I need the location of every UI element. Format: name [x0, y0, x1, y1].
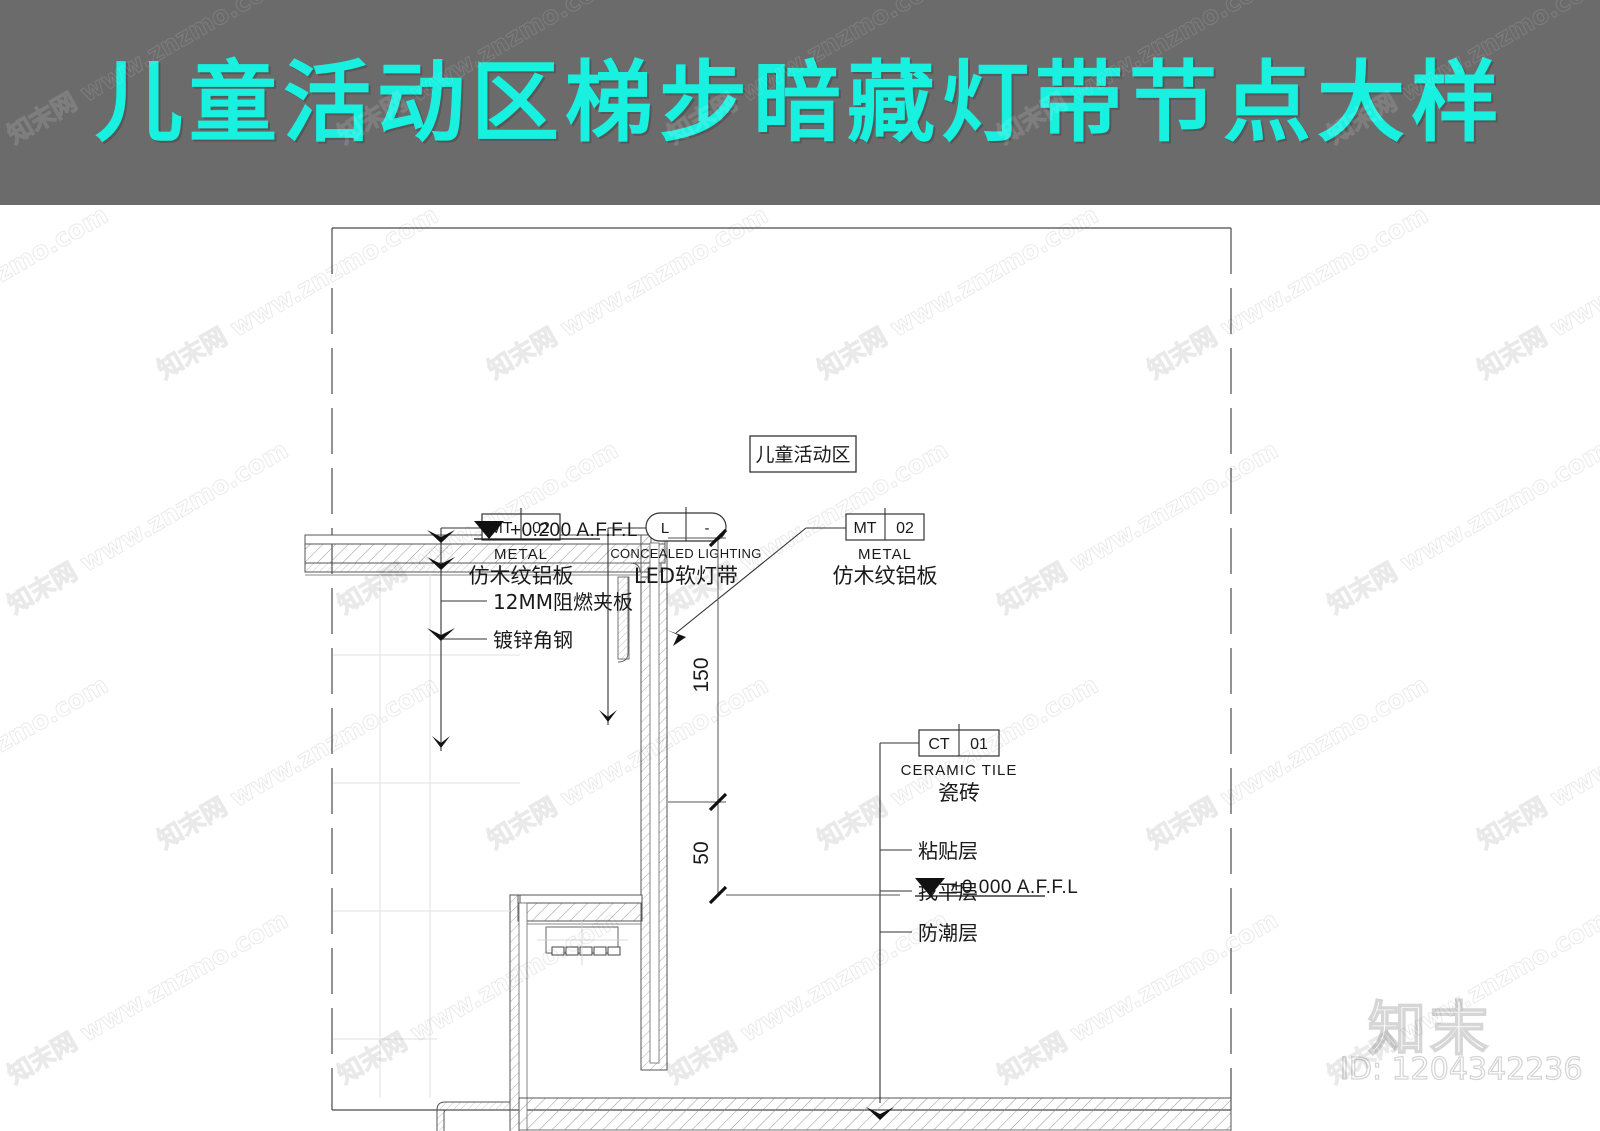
callout-mt02-left: MT 02 METAL 仿木纹铝板 12MM阻燃夹板 镀锌角钢	[432, 508, 633, 751]
led-strip	[537, 921, 628, 965]
callout-code: MT	[853, 520, 876, 537]
level-label: +0.200 A.F.F.L	[510, 520, 638, 541]
technical-drawing-area: 儿童活动区	[0, 205, 1600, 1131]
zone-label-text: 儿童活动区	[755, 444, 850, 466]
callout-subitem: 防潮层	[918, 921, 978, 945]
callout-chinese: 瓷砖	[938, 781, 980, 805]
callout-concealed-lighting: L - CONCEALED LIGHTING LED软灯带	[599, 507, 761, 725]
callout-english: CONCEALED LIGHTING	[610, 546, 761, 561]
callout-ct01: CT 01 CERAMIC TILE 瓷砖 粘贴层 找平层 防潮层	[866, 724, 1018, 1120]
callout-number: 02	[532, 520, 550, 537]
callout-english: METAL	[858, 546, 912, 563]
callout-english: CERAMIC TILE	[901, 762, 1018, 779]
dimension-chain: 150 50	[668, 528, 900, 905]
page-title: 儿童活动区梯步暗藏灯带节点大样	[94, 51, 1505, 154]
site-logo: 知末	[1367, 994, 1493, 1064]
callout-number: 01	[970, 736, 988, 753]
callout-subitem: 粘贴层	[918, 839, 978, 863]
callout-chinese: 仿木纹铝板	[469, 564, 574, 588]
callout-mt02-right: MT 02 METAL 仿木纹铝板	[667, 508, 938, 646]
background-tile-lines	[333, 575, 520, 1098]
level-label: ±0.000 A.F.F.L	[951, 877, 1078, 898]
step-assembly	[304, 534, 1232, 1131]
callout-chinese: 仿木纹铝板	[833, 564, 938, 588]
callout-code: L	[661, 520, 669, 537]
callout-number: 02	[896, 520, 914, 537]
callout-subitem: 镀锌角钢	[493, 628, 573, 652]
asset-id-label: ID: 1204342236	[1339, 1051, 1583, 1087]
angle-steel	[436, 1101, 511, 1131]
callout-number: -	[705, 520, 710, 537]
callout-subitem: 12MM阻燃夹板	[493, 590, 633, 614]
level-marker-lower: ±0.000 A.F.F.L	[915, 877, 1078, 898]
detail-frame	[331, 227, 1232, 1111]
layer-pointer-chevrons	[427, 530, 455, 641]
callout-english: METAL	[494, 546, 548, 563]
title-banner: 儿童活动区梯步暗藏灯带节点大样	[0, 0, 1600, 205]
zone-label: 儿童活动区	[749, 435, 857, 473]
callout-chinese: LED软灯带	[634, 564, 738, 588]
callout-code: CT	[928, 736, 950, 753]
dimension-value: 50	[690, 841, 713, 864]
dimension-value: 150	[690, 657, 713, 692]
level-marker-upper: +0.200 A.F.F.L	[474, 520, 638, 541]
